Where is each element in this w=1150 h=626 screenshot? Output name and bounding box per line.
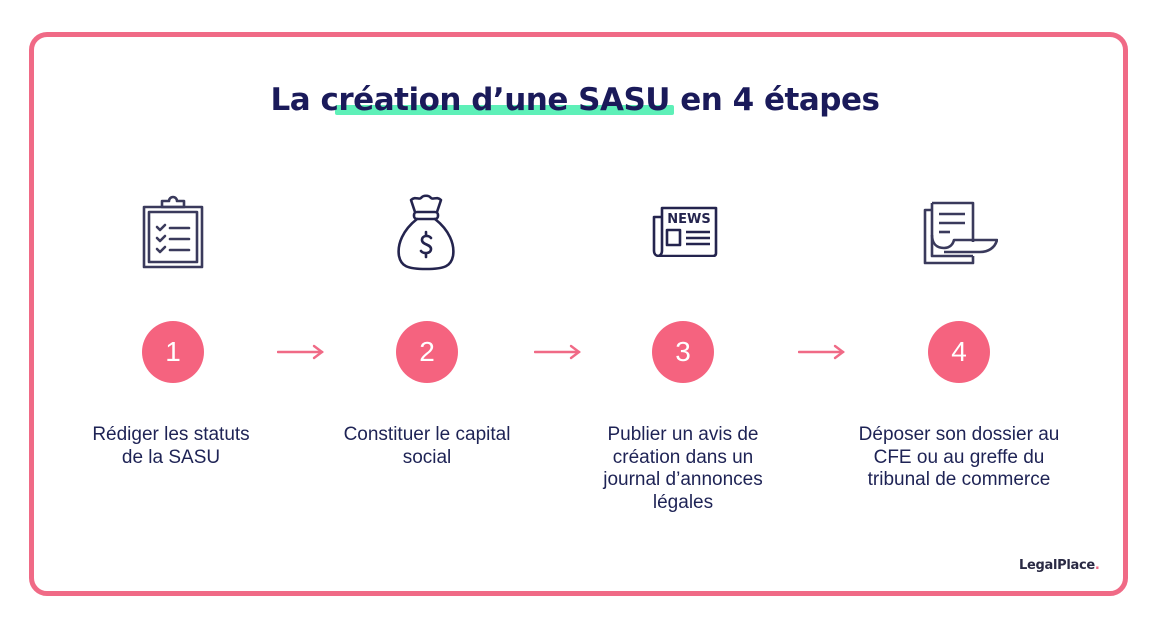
title-suffix: en 4 étapes <box>669 82 880 118</box>
label-line: de la SASU <box>121 446 221 468</box>
label-line: création dans un <box>612 446 754 468</box>
label-line: social <box>402 446 452 468</box>
clipboard-checklist-icon <box>140 190 206 272</box>
step-2-label: Constituer le capital social <box>307 424 547 469</box>
step-2-badge: 2 <box>396 321 458 383</box>
page-title: La création d’une SASU en 4 étapes <box>0 82 1150 118</box>
step-1-badge: 1 <box>142 321 204 383</box>
step-3-badge: 3 <box>652 321 714 383</box>
step-1-label: Rédiger les statuts de la SASU <box>51 424 291 469</box>
document-stack-icon <box>922 200 998 266</box>
arrow-right-icon <box>533 344 582 365</box>
arrow-right-icon <box>797 344 846 365</box>
arrow-right-icon <box>276 344 325 365</box>
label-line: Rédiger les statuts <box>92 424 250 445</box>
newspaper-icon: NEWS <box>650 205 718 257</box>
frame-border <box>29 32 1128 596</box>
logo-dot: . <box>1094 558 1100 573</box>
label-line: CFE ou au greffe du <box>873 446 1045 468</box>
label-line: journal d’annonces <box>603 469 763 490</box>
label-line: Constituer le capital <box>343 424 511 445</box>
label-line: Déposer son dossier au <box>858 424 1060 445</box>
step-4-badge: 4 <box>928 321 990 383</box>
title-highlight: création d’une SASU <box>320 82 675 118</box>
label-line: légales <box>652 491 714 513</box>
money-bag-icon <box>393 192 459 272</box>
title-prefix: La <box>270 82 321 118</box>
step-3-label: Publier un avis de création dans un jour… <box>563 424 803 514</box>
svg-text:NEWS: NEWS <box>667 212 710 227</box>
title-highlight-text: création d’une SASU <box>320 82 671 118</box>
step-4-label: Déposer son dossier au CFE ou au greffe … <box>839 424 1079 492</box>
label-line: Publier un avis de <box>607 424 759 445</box>
legalplace-logo: LegalPlace. <box>1019 558 1100 573</box>
label-line: tribunal de commerce <box>867 469 1051 490</box>
logo-text: LegalPlace <box>1019 558 1095 573</box>
